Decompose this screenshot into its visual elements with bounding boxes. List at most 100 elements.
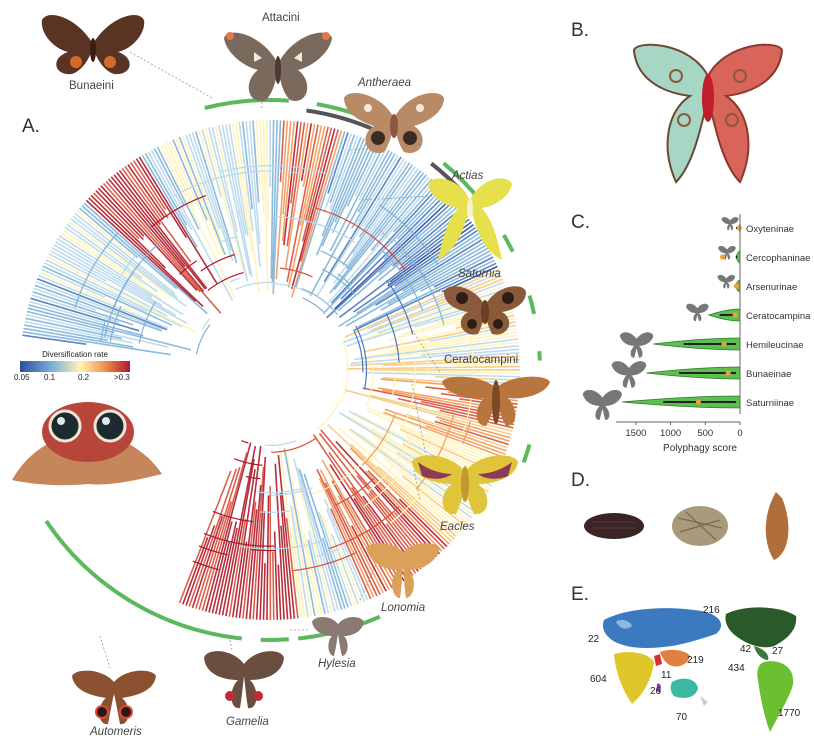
count-madagascar: 26 — [650, 686, 662, 697]
count-afrotropical: 604 — [590, 674, 607, 685]
diversification-legend: Diversification rate 0.05 0.1 0.2 >0.3 — [14, 350, 136, 384]
tree-internal-branch — [367, 356, 374, 407]
cocoon-images — [570, 488, 814, 564]
region-afrotropical — [614, 652, 654, 704]
label-ceratocampini: Ceratocampini — [444, 354, 518, 366]
moth-image-automeris — [68, 666, 160, 728]
violin-median — [733, 312, 738, 317]
label-gamelia: Gamelia — [226, 716, 269, 728]
legend-tick: 0.05 — [14, 373, 30, 382]
clade-arc — [530, 296, 535, 314]
label-lonomia: Lonomia — [381, 602, 425, 614]
tree-internal-branch — [271, 284, 312, 295]
label-automeris: Automeris — [90, 727, 142, 737]
count-australasia: 70 — [676, 712, 688, 723]
moth-image-ceratocampini — [440, 368, 552, 436]
moth-image-saturnia — [440, 280, 530, 340]
legend-tick: 0.1 — [44, 373, 55, 382]
panel-label-b: B. — [571, 20, 589, 42]
moth-image-attacini — [218, 26, 338, 110]
count-palearctic-east: 216 — [703, 605, 720, 616]
x-tick-label: 1000 — [660, 428, 681, 439]
tree-tip-branch — [273, 552, 274, 620]
label-saturnia: Saturnia — [458, 268, 501, 280]
legend-ticks: 0.05 0.1 0.2 >0.3 — [14, 372, 136, 384]
tree-internal-branch — [303, 298, 324, 312]
region-neotropical — [757, 661, 793, 732]
moth-image-eacles — [408, 450, 522, 522]
violin-silhouettes — [583, 217, 740, 420]
category-label: Cercophaninae — [746, 253, 810, 264]
label-eacles: Eacles — [440, 521, 475, 533]
tree-internal-branch — [230, 278, 241, 282]
violin-median — [737, 225, 742, 230]
label-hylesia: Hylesia — [318, 658, 356, 670]
violin-median — [696, 399, 701, 404]
count-palearctic-west: 22 — [588, 634, 600, 645]
x-tick-label: 500 — [697, 428, 713, 439]
violin-median — [726, 370, 731, 375]
tree-tip-branch — [278, 565, 280, 620]
count-nearctic-east: 27 — [772, 646, 784, 657]
moth-photo-eyespots — [10, 388, 165, 496]
tree-tip-branch — [264, 563, 266, 620]
category-label: Hemileucinae — [746, 340, 804, 351]
moth-image-lonomia — [362, 538, 444, 602]
subfamily-silhouette-icon — [686, 304, 709, 321]
leader-line — [100, 636, 110, 668]
violin-median — [734, 283, 739, 288]
legend-title: Diversification rate — [14, 350, 136, 359]
tree-tip-branch — [275, 532, 278, 620]
count-central-america: 434 — [728, 663, 745, 674]
subfamily-silhouette-icon — [612, 361, 647, 388]
species-distribution-map: 216 22 219 11 604 26 70 42 27 434 1770 — [586, 600, 814, 737]
category-labels: OxyteninaeCercophaninaeArsenurinaeCerato… — [746, 224, 811, 409]
pupa-image — [584, 513, 644, 539]
moth-image-antheraea — [340, 88, 448, 160]
count-south-asia: 11 — [661, 670, 672, 681]
count-indomalayan: 219 — [687, 655, 704, 666]
hanging-cocoon-image — [766, 492, 789, 560]
violin-median — [721, 341, 726, 346]
panel-label-a: A. — [22, 116, 40, 138]
x-ticks: 1500 1000 500 0 — [625, 422, 742, 439]
x-tick-label: 0 — [737, 428, 742, 439]
x-axis-label: Polyphagy score — [663, 443, 737, 454]
legend-tick: 0.2 — [78, 373, 89, 382]
tree-internal-branch — [265, 441, 296, 445]
category-label: Bunaeinae — [746, 369, 791, 380]
region-south-asia — [654, 654, 662, 666]
moth-image-actias — [424, 172, 516, 264]
tree-internal-branch — [343, 341, 347, 353]
legend-tick: >0.3 — [114, 373, 130, 382]
clade-arc — [261, 639, 289, 640]
moth-image-bunaeini — [38, 8, 148, 80]
moth-image-gamelia — [200, 646, 288, 712]
count-neotropical: 1770 — [778, 708, 801, 719]
tree-internal-branch — [235, 282, 276, 289]
category-label: Oxyteninae — [746, 224, 794, 235]
subfamily-silhouette-icon — [620, 332, 653, 358]
tree-internal-branch — [340, 354, 348, 403]
category-label: Arsenurinae — [746, 282, 797, 293]
label-bunaeini: Bunaeini — [69, 80, 114, 92]
category-label: Saturniinae — [746, 398, 794, 409]
region-nearctic — [725, 607, 796, 647]
moth-image-hylesia — [310, 612, 366, 658]
violin-median — [720, 254, 725, 259]
legend-colorbar — [20, 361, 130, 372]
x-tick-label: 1500 — [625, 428, 646, 439]
tree-internal-branch — [241, 441, 248, 443]
category-label: Ceratocampina — [746, 311, 811, 322]
region-australasia — [671, 679, 698, 698]
count-nearctic-west: 42 — [740, 644, 752, 655]
label-attacini: Attacini — [262, 12, 300, 24]
tree-internal-branch — [196, 325, 209, 354]
subfamily-silhouette-icon — [717, 275, 735, 289]
tree-tip-branch — [236, 122, 259, 292]
clade-arc — [524, 444, 530, 462]
clade-arc — [539, 351, 540, 360]
subfamily-silhouette-icon — [583, 390, 622, 420]
tree-tip-branch — [267, 496, 269, 621]
polyphagy-violin-chart: 1500 1000 500 0 OxyteninaeCercophaninaeArse… — [580, 200, 814, 462]
